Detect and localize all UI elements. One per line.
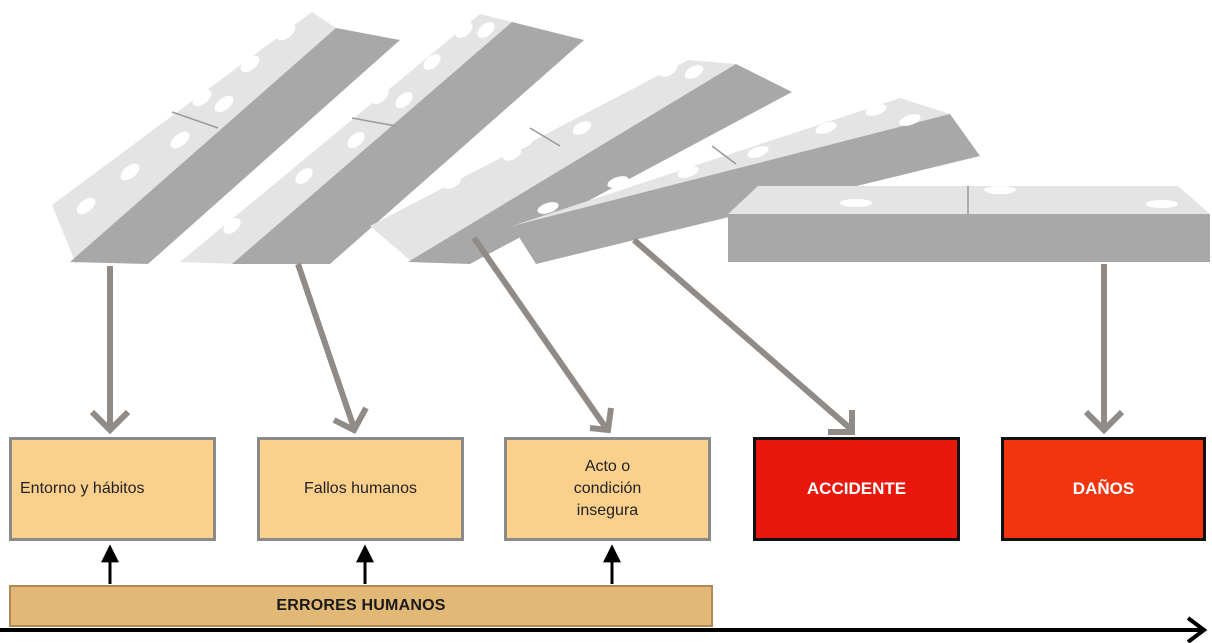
arrow-domino1-entorno — [89, 266, 131, 435]
arrow-domino5-danos — [1083, 264, 1125, 435]
domino-2 — [180, 14, 584, 264]
box-danos: DAÑOS — [1001, 437, 1206, 541]
box-fallos-humanos: Fallos humanos — [257, 437, 464, 541]
domino-1 — [52, 12, 400, 264]
domino-3 — [370, 60, 792, 264]
box-accidente: ACCIDENTE — [753, 437, 960, 541]
domino-5 — [728, 186, 1210, 262]
box-entorno-habitos: Entorno y hábitos — [9, 437, 216, 541]
arrow-domino3-acto — [471, 236, 614, 434]
arrow-domino4-accidente — [632, 237, 855, 435]
timeline-arrow — [0, 616, 1208, 643]
domino-4 — [512, 98, 980, 264]
errores-humanos-bar: ERRORES HUMANOS — [9, 585, 713, 627]
box-acto-condicion-insegura: Acto o condición insegura — [504, 437, 711, 541]
arrow-domino2-fallos — [295, 263, 369, 434]
